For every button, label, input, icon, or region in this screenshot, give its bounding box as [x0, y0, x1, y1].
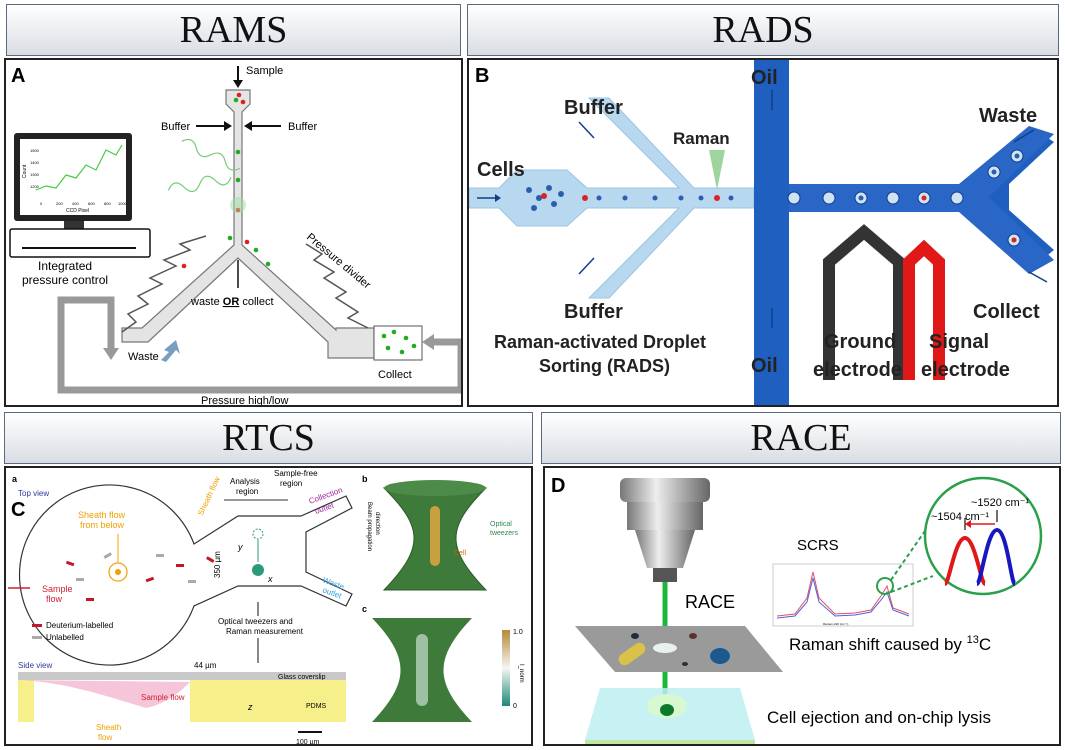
sheath-flow-label: Sheath flow: [196, 475, 222, 517]
oil-bottom-label: Oil: [751, 355, 778, 377]
pressure-hl-label: Pressure high/low: [201, 395, 288, 407]
samplefree-line1: Sample-free: [274, 469, 318, 478]
rads-title-line1: Raman-activated Droplet: [494, 332, 706, 352]
pressure-divider-label: Pressure divider: [304, 231, 373, 291]
rads-title-line2: Sorting (RADS): [539, 356, 670, 376]
header-rads: RADS: [467, 4, 1059, 56]
monitor-ytick-0: 1500: [30, 148, 40, 153]
rams-diagram: A Sample Buffer Buffer Pressure divider …: [9, 65, 461, 407]
collect-label-rads: Collect: [973, 301, 1040, 323]
peak-1520-label: ~1520 cm⁻¹: [971, 497, 1029, 509]
samplefree-line2: region: [280, 479, 302, 488]
glass-label: Glass coverslip: [278, 674, 326, 681]
signal-electrode-line1: Signal: [929, 331, 989, 353]
subpanel-c: c: [362, 604, 367, 614]
peak-1504-label: ~1504 cm⁻¹: [931, 511, 989, 523]
collect-label: Collect: [378, 369, 412, 381]
cell-ejection-label: Cell ejection and on-chip lysis: [767, 708, 991, 727]
legend-deuterium: Deuterium-labelled: [46, 621, 113, 630]
top-view-label: Top view: [18, 489, 49, 498]
monitor-ytick-2: 1300: [30, 172, 40, 177]
pdms-label: PDMS: [306, 703, 327, 710]
panel-letter-c: C: [11, 499, 25, 521]
oil-top-label: Oil: [751, 67, 778, 89]
cells-label: Cells: [477, 159, 525, 181]
legend-unlabelled: Unlabelled: [46, 633, 84, 642]
dim-350-label: 350 µm: [213, 551, 222, 578]
sheath-below-line1: Sheath flow: [78, 510, 126, 520]
monitor-ylabel: Count: [22, 164, 28, 178]
sample-flow-side-label: Sample flow: [141, 693, 185, 702]
buffer-bottom-label: Buffer: [564, 301, 623, 323]
monitor-xtick-5: 1000: [118, 201, 128, 206]
monitor-xtick-2: 400: [72, 201, 79, 206]
raman-label: Raman: [673, 129, 730, 148]
monitor-xtick-0: 0: [40, 201, 43, 206]
race-diagram: D RACE Raman shift (cm⁻¹) SCRS ~1520 cm⁻…: [551, 475, 1043, 744]
subpanel-a: a: [12, 474, 18, 484]
panel-race: D RACE Raman shift (cm⁻¹) SCRS ~1520 cm⁻…: [543, 466, 1061, 746]
integrated-label: Integrated: [38, 259, 92, 273]
cell-label: Cell: [454, 550, 467, 557]
y-axis-label: y: [237, 542, 243, 552]
monitor-xtick-3: 600: [88, 201, 95, 206]
race-label: RACE: [685, 592, 735, 612]
monitor-ytick-1: 1400: [30, 160, 40, 165]
sample-label: Sample: [246, 65, 283, 77]
panel-letter-a: A: [11, 65, 25, 87]
subpanel-b: b: [362, 474, 368, 484]
buffer-right-label: Buffer: [288, 121, 317, 133]
panel-rams: A Sample Buffer Buffer Pressure divider …: [4, 58, 463, 407]
dim-44-label: 44 µm: [194, 661, 217, 670]
ground-electrode-line1: Ground: [824, 331, 896, 353]
optical-line1: Optical tweezers and: [218, 617, 293, 626]
sheath-bottom-line1: Sheath: [96, 723, 121, 732]
colorbar-max: 1.0: [513, 629, 523, 636]
sheath-below-line2: from below: [80, 520, 125, 530]
spectrum-xaxis: Raman shift (cm⁻¹): [823, 622, 848, 626]
tweezers-line2: tweezers: [490, 530, 519, 537]
monitor-xtick-4: 800: [104, 201, 111, 206]
panel-letter-d: D: [551, 475, 565, 497]
buffer-left-label: Buffer: [161, 121, 190, 133]
rads-diagram: B Oil Oil Buffer Buffer Raman Cells Wast…: [469, 60, 1054, 405]
sample-flow-line1: Sample: [42, 584, 73, 594]
raman-shift-label: Raman shift caused by 13C: [789, 634, 991, 654]
beam-line1: Beam propagation: [366, 502, 372, 551]
header-rams: RAMS: [6, 4, 461, 56]
rtcs-diagram: C a Top view Sheath flow from below Samp…: [8, 469, 524, 746]
waste-or-collect-label: waste OR collect: [190, 296, 274, 308]
beam-line2: direction: [374, 512, 380, 535]
analysis-line1: Analysis: [230, 477, 260, 486]
side-view-label: Side view: [18, 661, 52, 670]
monitor-xtick-1: 200: [56, 201, 63, 206]
tweezers-line1: Optical: [490, 521, 512, 528]
monitor-xlabel: CCD Pixel: [66, 208, 89, 214]
x-axis-label: x: [267, 574, 273, 584]
analysis-line2: region: [236, 487, 258, 496]
waste-label-rads: Waste: [979, 105, 1037, 127]
header-race: RACE: [541, 412, 1061, 464]
buffer-top-label: Buffer: [564, 97, 623, 119]
panel-rtcs: C a Top view Sheath flow from below Samp…: [4, 466, 533, 746]
scale-bar-label: 100 µm: [296, 739, 320, 746]
z-axis-label: z: [247, 702, 253, 712]
optical-line2: Raman measurement: [226, 627, 304, 636]
pressure-control-label: pressure control: [22, 273, 108, 287]
signal-electrode-line2: electrode: [921, 359, 1010, 381]
scrs-label: SCRS: [797, 537, 839, 554]
monitor-ytick-3: 1200: [30, 184, 40, 189]
sample-flow-line2: flow: [46, 594, 63, 604]
colorbar-min: 0: [513, 703, 517, 710]
header-rtcs: RTCS: [4, 412, 533, 464]
colorbar-label: I_norm: [518, 664, 524, 683]
waste-label: Waste: [128, 351, 159, 363]
panel-letter-b: B: [475, 65, 489, 87]
sheath-bottom-line2: flow: [98, 733, 112, 742]
ground-electrode-line2: electrode: [813, 359, 902, 381]
panel-rads: B Oil Oil Buffer Buffer Raman Cells Wast…: [467, 58, 1059, 407]
